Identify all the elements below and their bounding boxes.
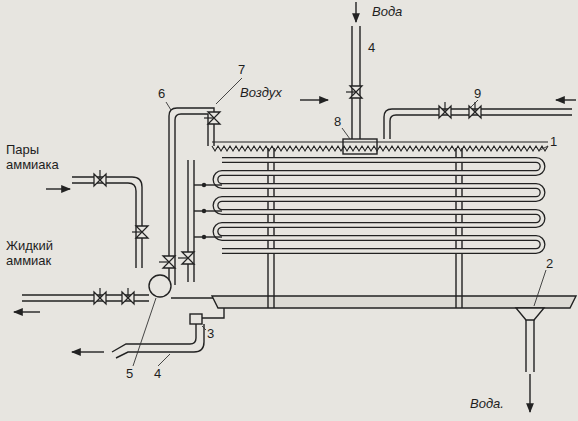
- valve-stem: [99, 170, 100, 180]
- branch-valve: [202, 209, 206, 213]
- callout-number: 7: [238, 62, 245, 77]
- liquid-pipe: [171, 297, 215, 298]
- vapour-pipe: [72, 183, 136, 268]
- valve-stem: [346, 91, 356, 92]
- valve-stem: [474, 102, 475, 112]
- valve-stem: [99, 288, 100, 298]
- flow-arrow: [556, 99, 576, 100]
- callout-number: 1: [550, 134, 557, 149]
- water-pipe: [200, 308, 224, 318]
- coil-pipe-bore: [216, 160, 543, 251]
- vapour-pipe: [72, 177, 142, 268]
- leader-line: [158, 354, 170, 366]
- flow-arrow: [46, 188, 70, 189]
- drain-pipe: [533, 320, 534, 372]
- leader-line: [216, 78, 242, 104]
- pipework: [14, 2, 576, 412]
- flow-arrow: [72, 351, 104, 352]
- leader-line: [342, 128, 350, 139]
- flow-label: Воздух: [240, 85, 282, 100]
- drain-funnel: [516, 308, 544, 320]
- valve-stem: [132, 231, 142, 232]
- coil-pipe: [216, 160, 543, 251]
- water-pipe: [351, 26, 352, 140]
- valve-stem: [159, 261, 169, 262]
- coil-group: [194, 142, 548, 251]
- callout-number: 4: [368, 40, 375, 55]
- flow-arrow: [300, 99, 328, 100]
- leader-line: [470, 100, 478, 108]
- branch-pipe: [194, 236, 222, 237]
- flow-label: Вода: [372, 4, 402, 19]
- leader-line: [166, 102, 171, 110]
- callout-number: 4: [154, 366, 161, 381]
- outlet-box: [190, 314, 202, 324]
- flow-label: Пары аммиака: [6, 142, 68, 172]
- leader-line: [202, 326, 206, 330]
- valve-stem: [204, 117, 214, 118]
- air-pipe: [169, 108, 214, 285]
- valve-stem: [127, 288, 128, 298]
- leader-line: [133, 298, 156, 366]
- flow-label: Вода.: [470, 396, 504, 411]
- water-pipe: [116, 324, 204, 358]
- flow-arrow: [14, 311, 40, 312]
- water-trough: [212, 142, 548, 151]
- callout-number: 8: [334, 114, 341, 129]
- flow-arrow: [529, 374, 530, 412]
- callout-number: 6: [158, 86, 165, 101]
- leader-line: [534, 270, 546, 306]
- valve-stem: [444, 102, 445, 112]
- branch-pipe: [194, 184, 222, 185]
- leader-lines: [133, 78, 548, 366]
- flow-label: Жидкий аммиак: [6, 238, 70, 268]
- flow-arrow: [355, 2, 356, 22]
- water-pipe: [359, 26, 360, 140]
- distributor-box: [343, 139, 377, 154]
- branch-valve: [202, 235, 206, 239]
- water-pipe: [112, 324, 196, 352]
- callout-number: 9: [474, 86, 481, 101]
- drain-pan: [212, 296, 576, 308]
- valve-stem: [178, 257, 188, 258]
- callout-number: 2: [546, 256, 553, 271]
- branch-valve: [202, 183, 206, 187]
- branch-pipe: [194, 210, 222, 211]
- leader-line: [540, 146, 548, 150]
- callout-number: 5: [126, 366, 133, 381]
- callout-number: 3: [207, 326, 214, 341]
- drain-pipe: [525, 320, 526, 372]
- receiver: [149, 275, 171, 297]
- air-pipe: [175, 114, 208, 285]
